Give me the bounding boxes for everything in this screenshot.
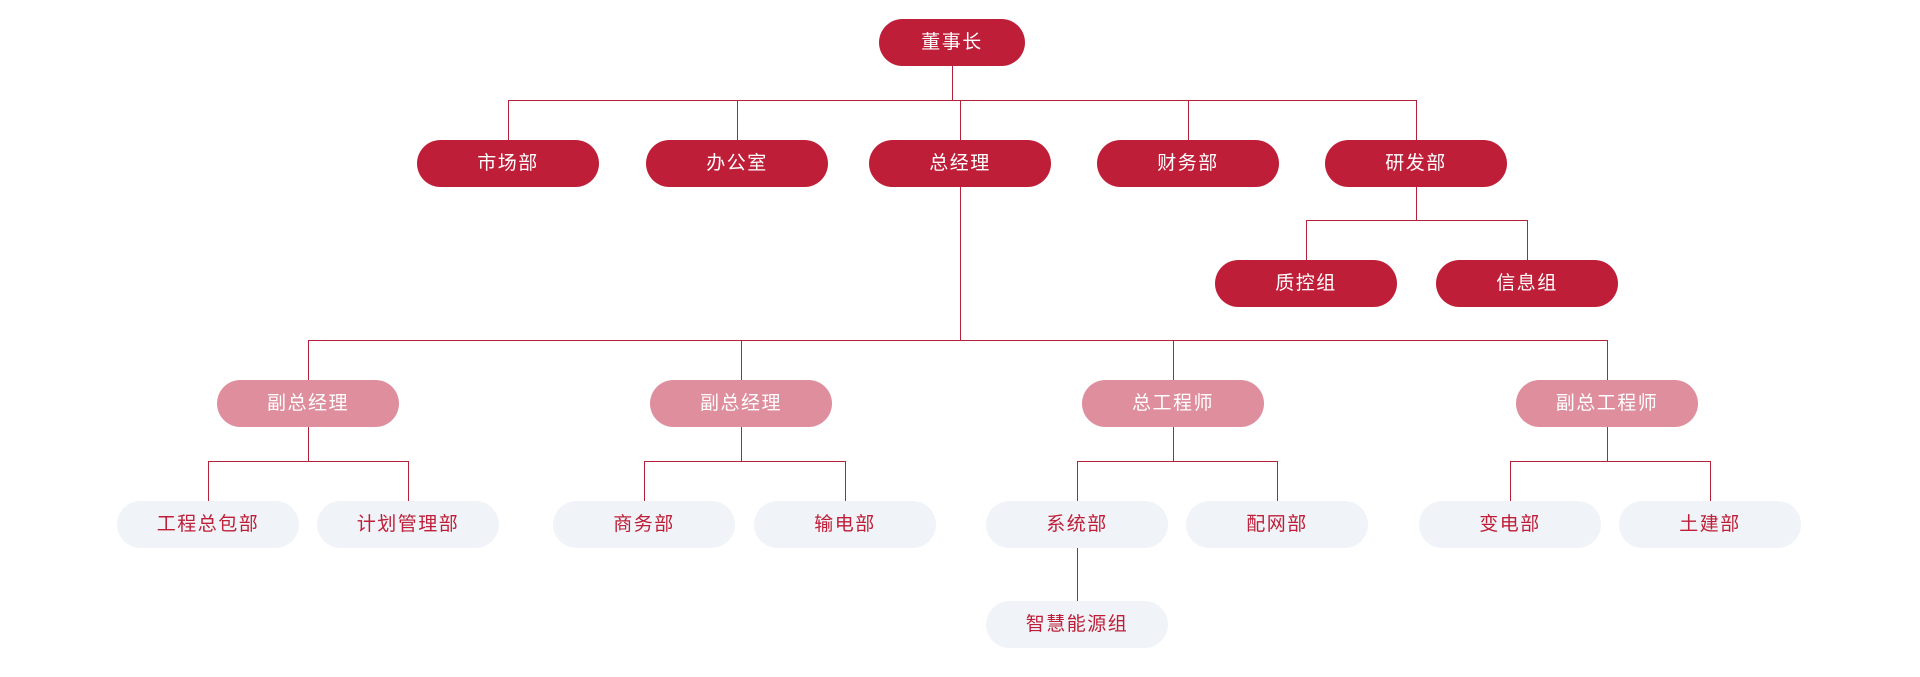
connector-drop-rnd [1416,100,1417,140]
connector-bus-vice-gm-1 [208,461,408,462]
connector-drop-system-dept [1077,461,1078,501]
org-node-label: 办公室 [706,153,768,174]
org-node-planning-dept[interactable]: 计划管理部 [317,501,499,548]
connector-bus-vice-gm-2 [644,461,845,462]
org-node-smart-energy[interactable]: 智慧能源组 [986,601,1168,648]
connector-drop-qc-group [1306,220,1307,260]
org-node-info-group[interactable]: 信息组 [1436,260,1618,307]
org-node-label: 商务部 [613,514,675,535]
connector-drop-general-manager [960,100,961,140]
org-node-finance[interactable]: 财务部 [1097,140,1279,187]
org-node-label: 变电部 [1479,514,1541,535]
connector-stem-chairman [952,66,953,100]
connector-stem-rnd [1416,187,1417,220]
org-node-label: 信息组 [1496,273,1558,294]
connector-drop-civil-dept [1710,461,1711,501]
org-node-label: 系统部 [1046,514,1108,535]
org-node-label: 副总工程师 [1555,393,1659,414]
connector-bus-vice-chief-eng [1510,461,1710,462]
org-node-label: 副总经理 [699,393,782,414]
org-node-label: 土建部 [1679,514,1741,535]
org-node-civil-dept[interactable]: 土建部 [1619,501,1801,548]
connector-drop-info-group [1527,220,1528,260]
connector-drop-vice-chief-eng [1607,340,1608,380]
connector-drop-vice-gm-2 [741,340,742,380]
org-node-label: 研发部 [1385,153,1447,174]
connector-drop-finance [1188,100,1189,140]
connector-stem-vice-chief-eng [1607,427,1608,461]
connector-bus-general-manager [308,340,1607,341]
org-node-label: 市场部 [477,153,539,174]
connector-bus-chairman [508,100,1416,101]
connector-drop-vice-gm-1 [308,340,309,380]
connector-drop-business-dept [644,461,645,501]
org-node-label: 配网部 [1246,514,1308,535]
connector-stem-chief-engineer [1173,427,1174,461]
org-node-office[interactable]: 办公室 [646,140,828,187]
org-node-distribution[interactable]: 配网部 [1186,501,1368,548]
org-node-general-manager[interactable]: 总经理 [869,140,1051,187]
connector-stem-vice-gm-1 [308,427,309,461]
org-node-qc-group[interactable]: 质控组 [1215,260,1397,307]
org-node-vice-gm-2[interactable]: 副总经理 [650,380,832,427]
org-node-vice-gm-1[interactable]: 副总经理 [217,380,399,427]
connector-drop-office [737,100,738,140]
org-node-chief-engineer[interactable]: 总工程师 [1082,380,1264,427]
org-node-label: 工程总包部 [156,514,260,535]
org-node-marketing[interactable]: 市场部 [417,140,599,187]
org-node-label: 董事长 [921,32,983,53]
connector-bus-rnd [1306,220,1527,221]
org-node-substation[interactable]: 变电部 [1419,501,1601,548]
org-node-label: 输电部 [814,514,876,535]
connector-drop-distribution [1277,461,1278,501]
org-node-label: 总工程师 [1131,393,1214,414]
org-node-label: 副总经理 [266,393,349,414]
connector-stem-general-manager [960,187,961,340]
org-node-system-dept[interactable]: 系统部 [986,501,1168,548]
connector-drop-substation [1510,461,1511,501]
org-node-epc-dept[interactable]: 工程总包部 [117,501,299,548]
org-node-label: 智慧能源组 [1025,614,1129,635]
org-node-label: 计划管理部 [356,514,460,535]
connector-drop-planning-dept [408,461,409,501]
org-node-transmission[interactable]: 输电部 [754,501,936,548]
connector-drop-epc-dept [208,461,209,501]
org-node-chairman[interactable]: 董事长 [879,19,1025,66]
org-node-business-dept[interactable]: 商务部 [553,501,735,548]
org-node-rnd[interactable]: 研发部 [1325,140,1507,187]
connector-drop-transmission [845,461,846,501]
connector-stem-vice-gm-2 [741,427,742,461]
connector-drop-chief-engineer [1173,340,1174,380]
org-node-vice-chief-eng[interactable]: 副总工程师 [1516,380,1698,427]
org-node-label: 总经理 [929,153,991,174]
org-node-label: 质控组 [1275,273,1337,294]
connector-drop-marketing [508,100,509,140]
org-node-label: 财务部 [1157,153,1219,174]
connector-line-system-dept-smart-energy [1077,548,1078,601]
connector-bus-chief-engineer [1077,461,1277,462]
